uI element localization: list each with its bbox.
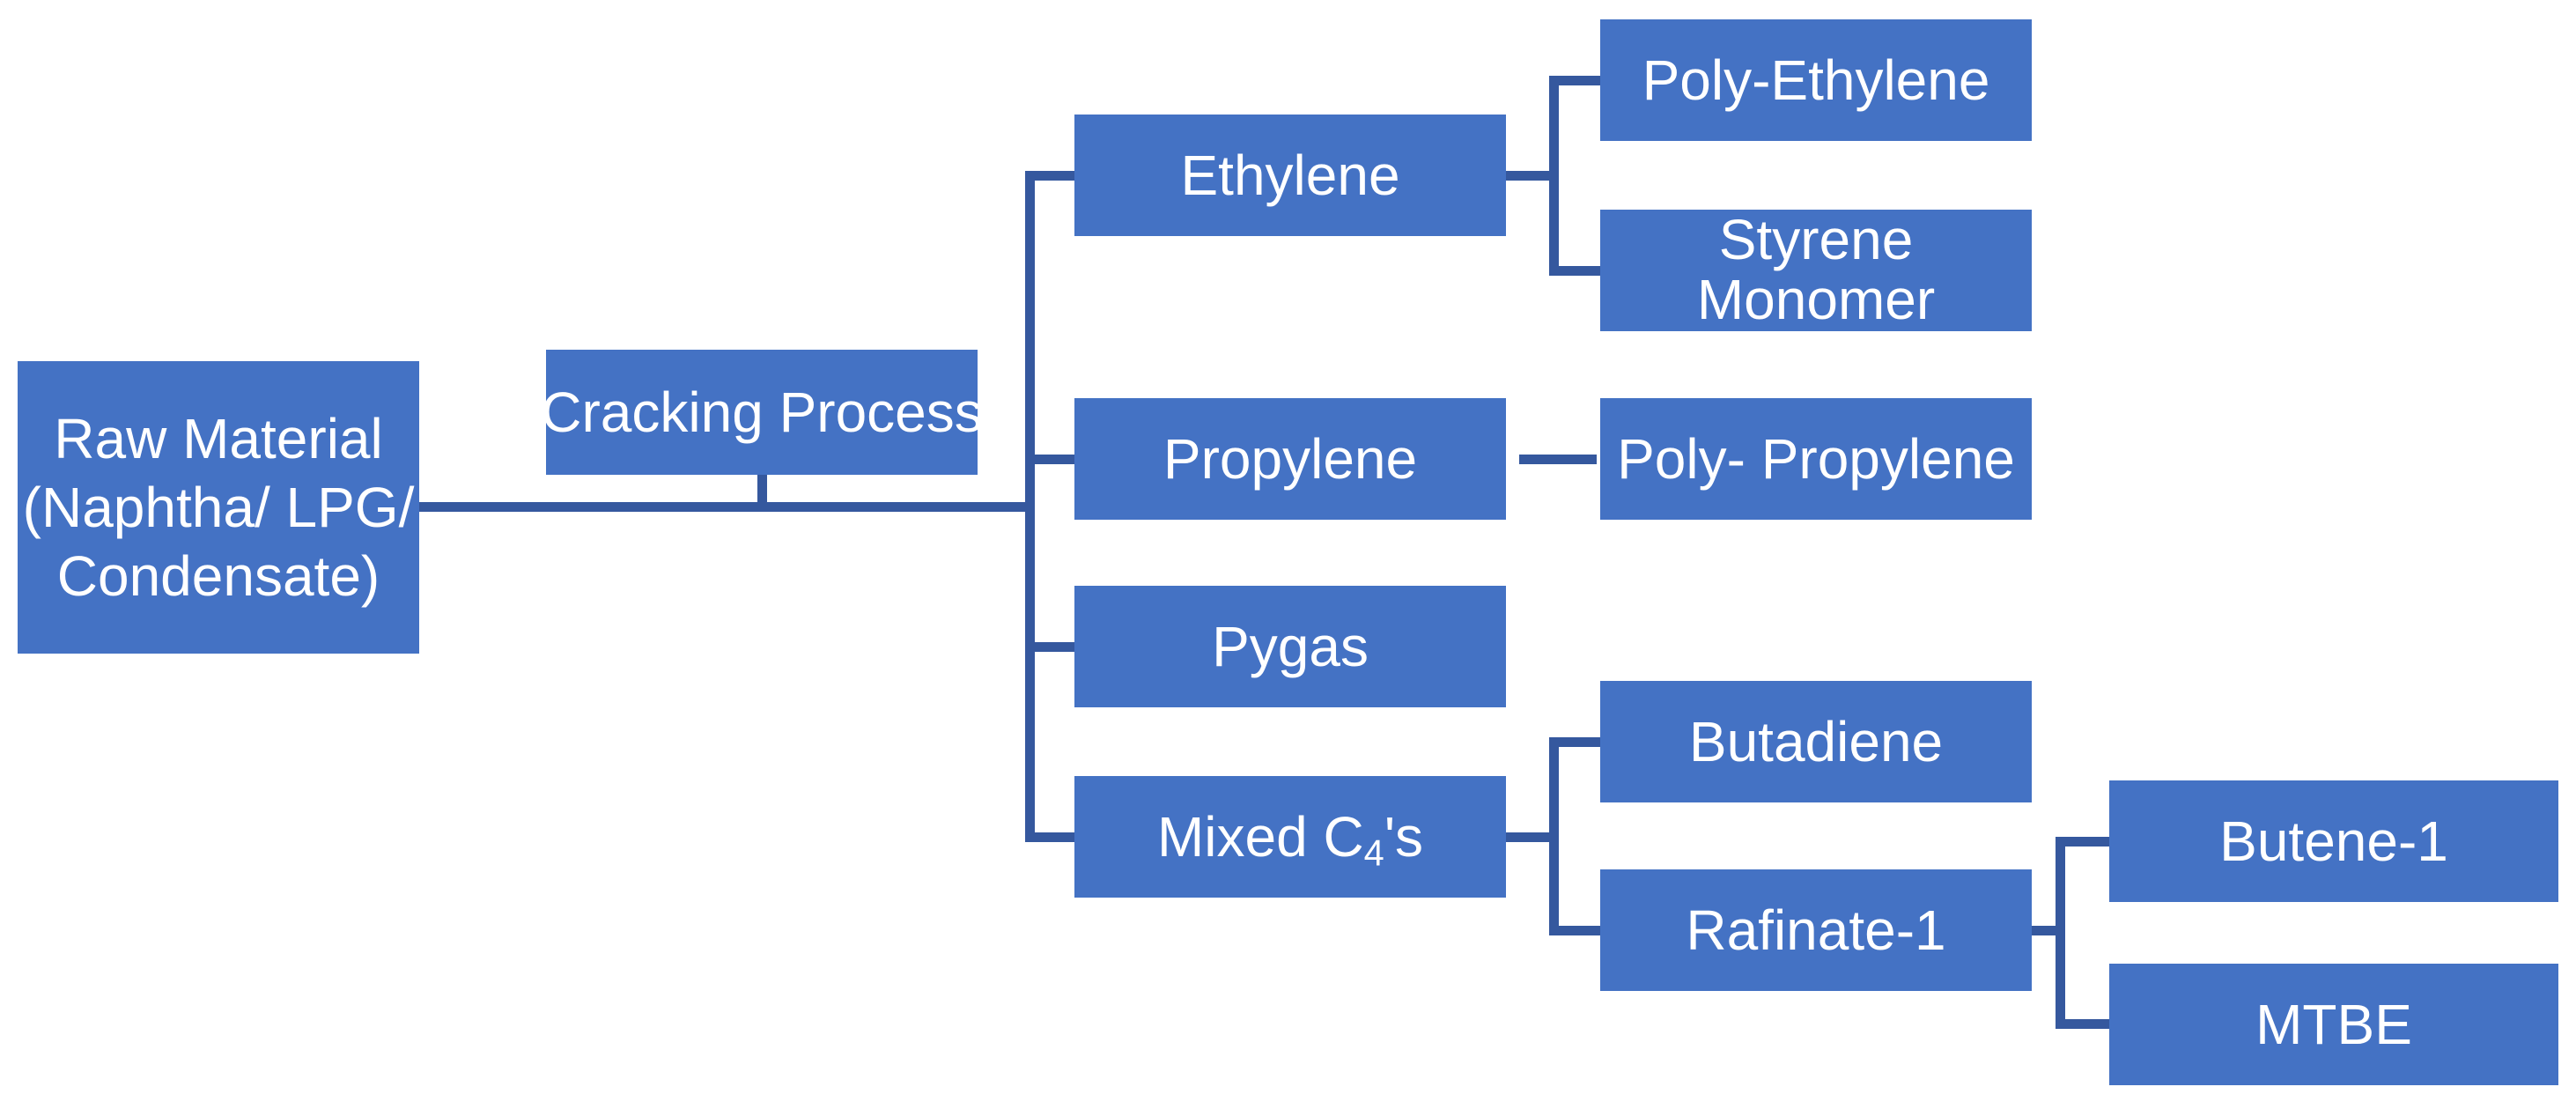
node-raw-material: Raw Material (Naphtha/ LPG/ Condensate) [18,361,419,654]
connector-tick-pygas [1035,642,1074,652]
connector-main-trunk [1025,171,1035,842]
node-butadiene: Butadiene [1600,681,2032,802]
node-poly-propylene: Poly- Propylene [1600,398,2032,520]
connector-tick-ethylene [1035,171,1074,181]
node-propylene-label: Propylene [1163,426,1418,491]
connector-tick-mtbe [2065,1019,2109,1029]
node-propylene: Propylene [1074,398,1506,520]
node-butene-1-label: Butene-1 [2219,809,2448,873]
connector-tick-rafinate [1559,926,1600,935]
node-mixed-c4s-suffix: 's [1384,804,1424,869]
node-cracking-process: Cracking Process [541,350,983,475]
connector-ethylene-out [1506,171,1549,181]
connector-raw-to-trunk [419,502,1035,512]
node-cracking-process-label: Cracking Process [541,380,983,444]
node-rafinate-1-label: Rafinate-1 [1686,898,1946,962]
connector-tick-mixed-c4s [1035,832,1074,842]
node-mixed-c4s-label: Mixed C4's [1156,803,1424,873]
connector-subtrunk-rafinate [2056,837,2065,1029]
node-mixed-c4s-prefix: Mixed C [1156,804,1364,869]
node-ethylene: Ethylene [1074,115,1506,236]
node-ethylene-label: Ethylene [1180,143,1400,207]
node-mixed-c4s: Mixed C4's [1074,776,1506,898]
connector-mixed-c4s-out [1506,832,1549,842]
node-styrene-monomer-line2: Monomer [1696,268,1936,331]
node-raw-material-line1: Raw Material [54,406,383,470]
connector-tick-propylene [1035,455,1074,464]
node-pygas-label: Pygas [1212,614,1369,678]
connector-subtrunk-mixed [1549,737,1559,935]
node-poly-ethylene-label: Poly-Ethylene [1642,48,1990,112]
connector-tick-polyethylene [1559,76,1600,85]
connector-cracking-tick [757,475,767,502]
connector-tick-butene [2065,837,2109,847]
node-butene-1: Butene-1 [2109,780,2558,902]
node-mtbe-label: MTBE [2255,992,2412,1056]
node-mtbe: MTBE [2109,964,2558,1085]
node-styrene-monomer: Styrene Monomer [1600,210,2032,331]
node-butadiene-label: Butadiene [1688,709,1944,773]
node-poly-ethylene: Poly-Ethylene [1600,19,2032,141]
connector-subtrunk-ethylene [1549,76,1559,276]
connector-propylene-dash [1519,455,1597,464]
node-poly-propylene-label: Poly- Propylene [1617,426,2015,491]
connector-tick-butadiene [1559,737,1600,747]
node-styrene-monomer-line1: Styrene [1718,208,1914,272]
node-mixed-c4s-subscript: 4 [1363,831,1384,873]
connector-rafinate-out [2032,926,2065,935]
node-raw-material-line2: (Naphtha/ LPG/ [22,475,415,539]
node-pygas: Pygas [1074,586,1506,707]
node-rafinate-1: Rafinate-1 [1600,869,2032,991]
connector-tick-styrene [1559,266,1600,276]
node-raw-material-line3: Condensate) [56,544,380,609]
